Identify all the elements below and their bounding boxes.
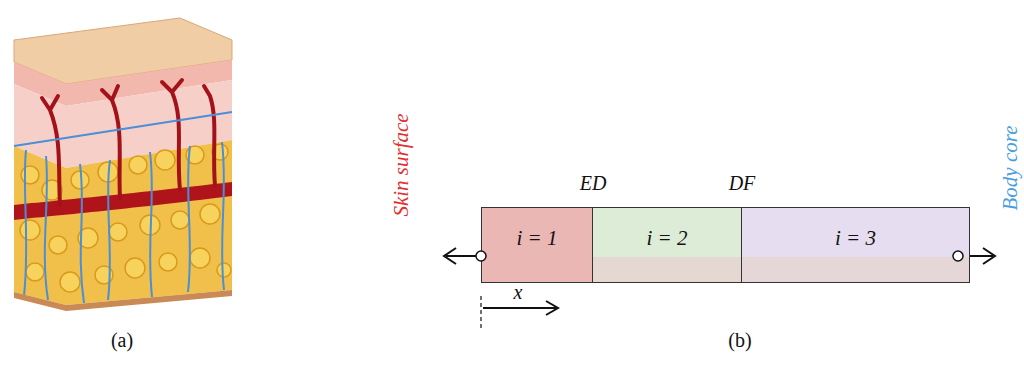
panel-label: (a): [111, 329, 133, 352]
skin-illustration: [14, 18, 232, 311]
tissue-layer-box: i = 3: [742, 207, 970, 283]
interface-label: DF: [729, 172, 756, 195]
boundary-label: Body core: [998, 126, 1023, 211]
boundary-label: Skin surface: [389, 113, 414, 216]
axis-label: x: [514, 281, 523, 304]
panel-label: (b): [728, 329, 751, 352]
layer-index: i = 3: [835, 226, 876, 265]
tissue-layer-box: i = 2: [593, 207, 742, 283]
interface-label: ED: [580, 172, 607, 195]
tissue-layer-box: i = 1: [481, 207, 593, 283]
layer-index: i = 2: [646, 226, 687, 265]
layer-index: i = 1: [516, 226, 557, 265]
